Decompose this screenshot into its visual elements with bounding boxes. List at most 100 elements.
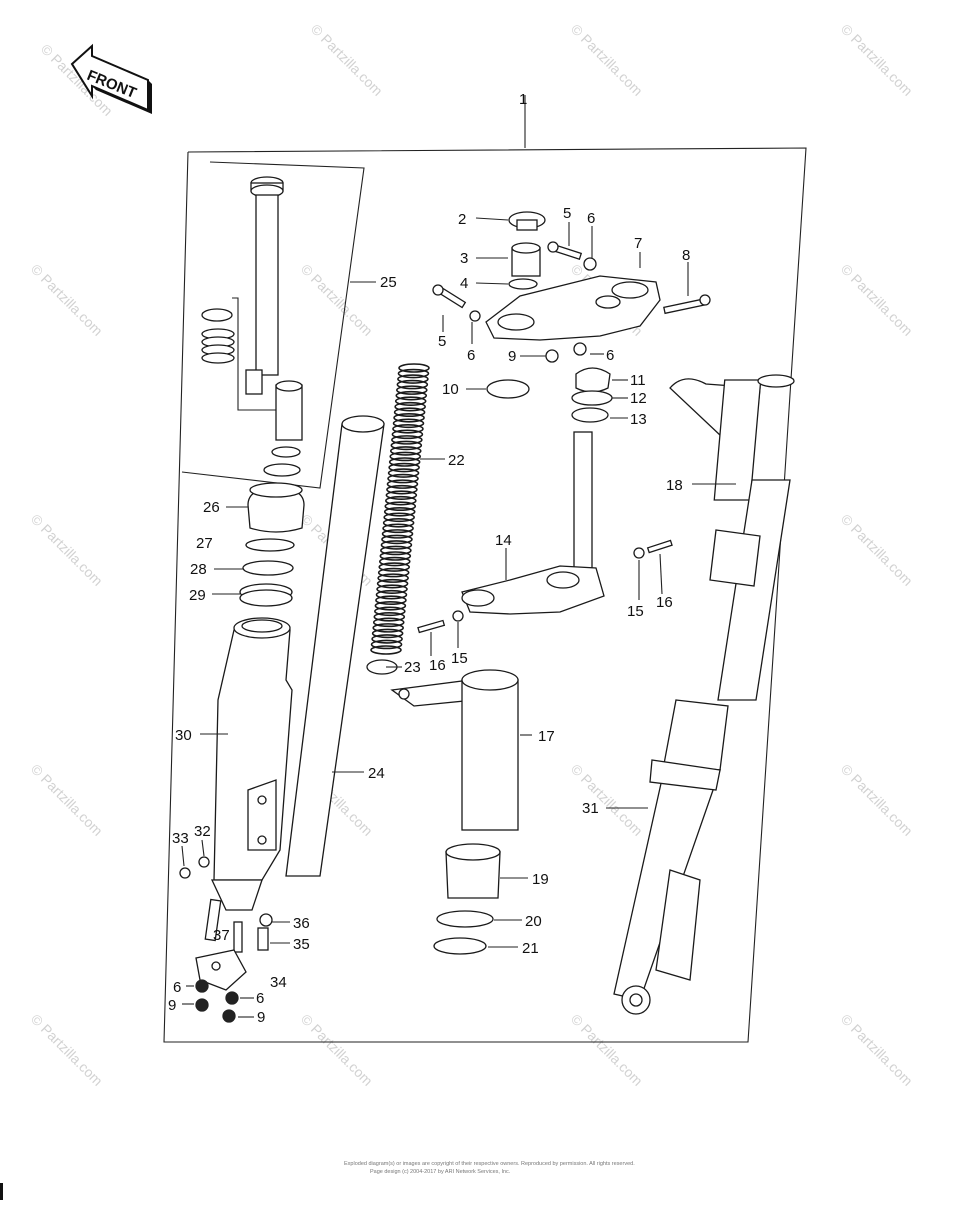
- steering-washer: [486, 379, 530, 399]
- callout-26: 26: [203, 499, 220, 516]
- spring-coil: [380, 540, 413, 550]
- spring-coil: [391, 429, 424, 440]
- callout-6: 6: [467, 347, 475, 364]
- watermark: © Partzilla.com: [838, 511, 916, 589]
- spring-coil: [375, 595, 407, 606]
- washer: [633, 547, 645, 559]
- axle-clamp-group: [179, 856, 273, 1023]
- watermark: © Partzilla.com: [28, 1011, 106, 1089]
- spring-coil: [382, 523, 414, 534]
- spring-coil: [397, 368, 430, 379]
- callout-35: 35: [293, 936, 310, 953]
- bolt: [417, 619, 446, 634]
- spring-coil: [375, 589, 408, 600]
- callout-36: 36: [293, 915, 310, 932]
- callout-27: 27: [196, 535, 213, 552]
- watermark: © Partzilla.com: [28, 261, 106, 339]
- callout-21: 21: [522, 940, 539, 957]
- bolt: [432, 284, 467, 309]
- spring-coil: [388, 457, 421, 467]
- spring-coil: [394, 401, 426, 412]
- fork-spring: [370, 363, 430, 655]
- spring-coil: [391, 435, 423, 445]
- front-arrow-badge: FRONT: [70, 43, 152, 114]
- assembly-number: 1: [519, 91, 527, 108]
- watermark: © Partzilla.com: [838, 21, 916, 99]
- callout-6: 6: [173, 979, 181, 996]
- spring-coil: [388, 462, 420, 473]
- outer-tube-left: [210, 617, 293, 911]
- spring-coil: [396, 379, 429, 390]
- spring-coil: [394, 396, 427, 406]
- callout-14: 14: [495, 532, 512, 549]
- callout-2: 2: [458, 211, 466, 228]
- callout-25: 25: [380, 274, 397, 291]
- oil-seal: [239, 583, 293, 607]
- callout-7: 7: [634, 235, 642, 252]
- washer: [452, 610, 464, 622]
- callout-28: 28: [190, 561, 207, 578]
- watermarks: © Partzilla.com © Partzilla.com © Partzi…: [28, 21, 916, 1089]
- dust-seal: [247, 482, 305, 533]
- watermark: © Partzilla.com: [568, 21, 646, 99]
- watermark: © Partzilla.com: [568, 1011, 646, 1089]
- spring-coil: [379, 551, 412, 561]
- spring-coil: [372, 617, 405, 628]
- copyright-footer: Page design (c) 2004-2017 by ARI Network…: [370, 1169, 511, 1175]
- callout-16: 16: [656, 594, 673, 611]
- watermark: © Partzilla.com: [568, 761, 646, 839]
- steering-stem: [461, 431, 605, 615]
- watermark: © Partzilla.com: [298, 261, 376, 339]
- spring-coil: [376, 584, 408, 594]
- callout-20: 20: [525, 913, 542, 930]
- washer: [242, 560, 294, 576]
- leader-lines: [181, 217, 736, 1018]
- callout-29: 29: [189, 587, 206, 604]
- spring-coil: [376, 578, 409, 589]
- callout-37: 37: [213, 927, 230, 944]
- callout-16: 16: [429, 657, 446, 674]
- spring-coil: [397, 374, 429, 384]
- watermark: © Partzilla.com: [298, 1011, 376, 1089]
- spring-coil: [378, 562, 411, 572]
- callout-24: 24: [368, 765, 385, 782]
- callout-9: 9: [168, 997, 176, 1014]
- callout-9: 9: [257, 1009, 265, 1026]
- callout-30: 30: [175, 727, 192, 744]
- callout-22: 22: [448, 452, 465, 469]
- spring-coil: [387, 473, 419, 484]
- callout-4: 4: [460, 275, 468, 292]
- callout-15: 15: [627, 603, 644, 620]
- spring-coil: [374, 606, 406, 617]
- spring-coil: [380, 545, 412, 556]
- nut: [583, 257, 597, 271]
- watermark: © Partzilla.com: [28, 511, 106, 589]
- spring-coil: [381, 529, 414, 539]
- ring: [436, 910, 494, 928]
- left-edge-mark: [0, 1183, 3, 1200]
- callout-12: 12: [630, 390, 647, 407]
- top-cap: [508, 211, 546, 290]
- spring-coil: [398, 363, 430, 373]
- spring-coil: [387, 468, 420, 478]
- callout-17: 17: [538, 728, 555, 745]
- watermark: © Partzilla.com: [838, 761, 916, 839]
- spring-coil: [372, 623, 404, 633]
- outer-tube-right: [613, 479, 791, 1015]
- fork-inner-pipe: [285, 415, 385, 877]
- nut: [469, 310, 481, 322]
- upper-bracket: [485, 275, 661, 341]
- spring-coil: [384, 501, 417, 512]
- bolt: [547, 241, 583, 260]
- assembly-frame: [163, 95, 807, 1043]
- steering-nut-set: [571, 367, 613, 423]
- callout-19: 19: [532, 871, 549, 888]
- spring-coil: [392, 424, 424, 434]
- watermark: © Partzilla.com: [28, 761, 106, 839]
- lower-cover: [445, 843, 501, 899]
- callout-34: 34: [270, 974, 287, 991]
- spring-coil: [385, 495, 417, 506]
- spring-coil: [386, 484, 418, 495]
- spring-coil: [377, 567, 410, 578]
- callout-8: 8: [682, 247, 690, 264]
